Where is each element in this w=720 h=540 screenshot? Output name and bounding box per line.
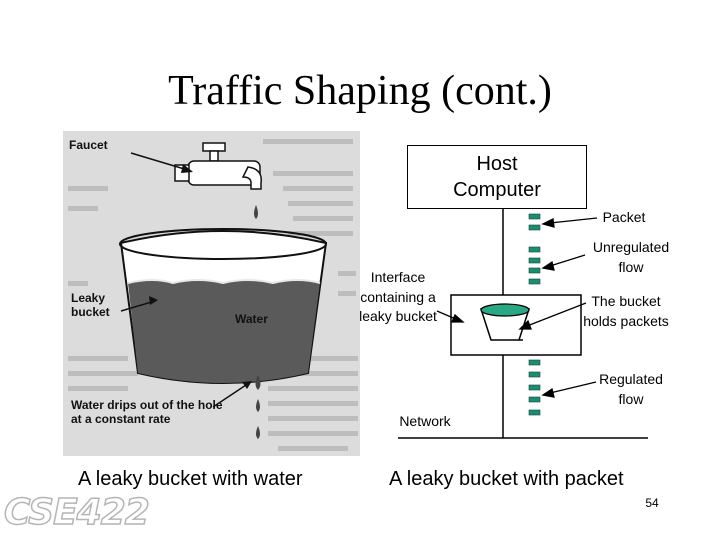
regulated-flow-label: Regulated flow <box>599 371 663 407</box>
bucket-icon <box>479 303 531 341</box>
packet-label: Packet <box>602 209 646 225</box>
host-computer-box: Host Computer <box>407 145 587 209</box>
drips-label: Water drips out of the hole at a constan… <box>71 398 223 426</box>
faucet-icon <box>174 142 262 190</box>
interface-box <box>450 294 582 356</box>
leaky-bucket-label: Leaky bucket <box>71 291 110 319</box>
page-number: 54 <box>645 496 659 510</box>
unregulated-packets <box>528 213 541 285</box>
network-label: Network <box>399 413 451 429</box>
right-caption: A leaky bucket with packet <box>389 468 624 490</box>
bucket-water-drawing <box>68 139 358 451</box>
regulated-packets <box>528 359 541 416</box>
water-label: Water <box>235 312 268 326</box>
course-logo: CSE422 <box>3 491 150 534</box>
slide-title: Traffic Shaping (cont.) <box>168 68 552 114</box>
interface-label: Interface containing a leaky bucket <box>359 269 437 325</box>
host-computer-label: Host Computer <box>453 153 541 201</box>
faucet-label: Faucet <box>69 138 108 152</box>
left-caption: A leaky bucket with water <box>78 468 303 490</box>
leaky-bucket-water-illustration: Faucet Leaky bucket Water Water drips ou… <box>63 131 360 456</box>
bucket-holds-label: The bucket holds packets <box>583 293 669 329</box>
unregulated-flow-label: Unregulated flow <box>592 239 670 275</box>
